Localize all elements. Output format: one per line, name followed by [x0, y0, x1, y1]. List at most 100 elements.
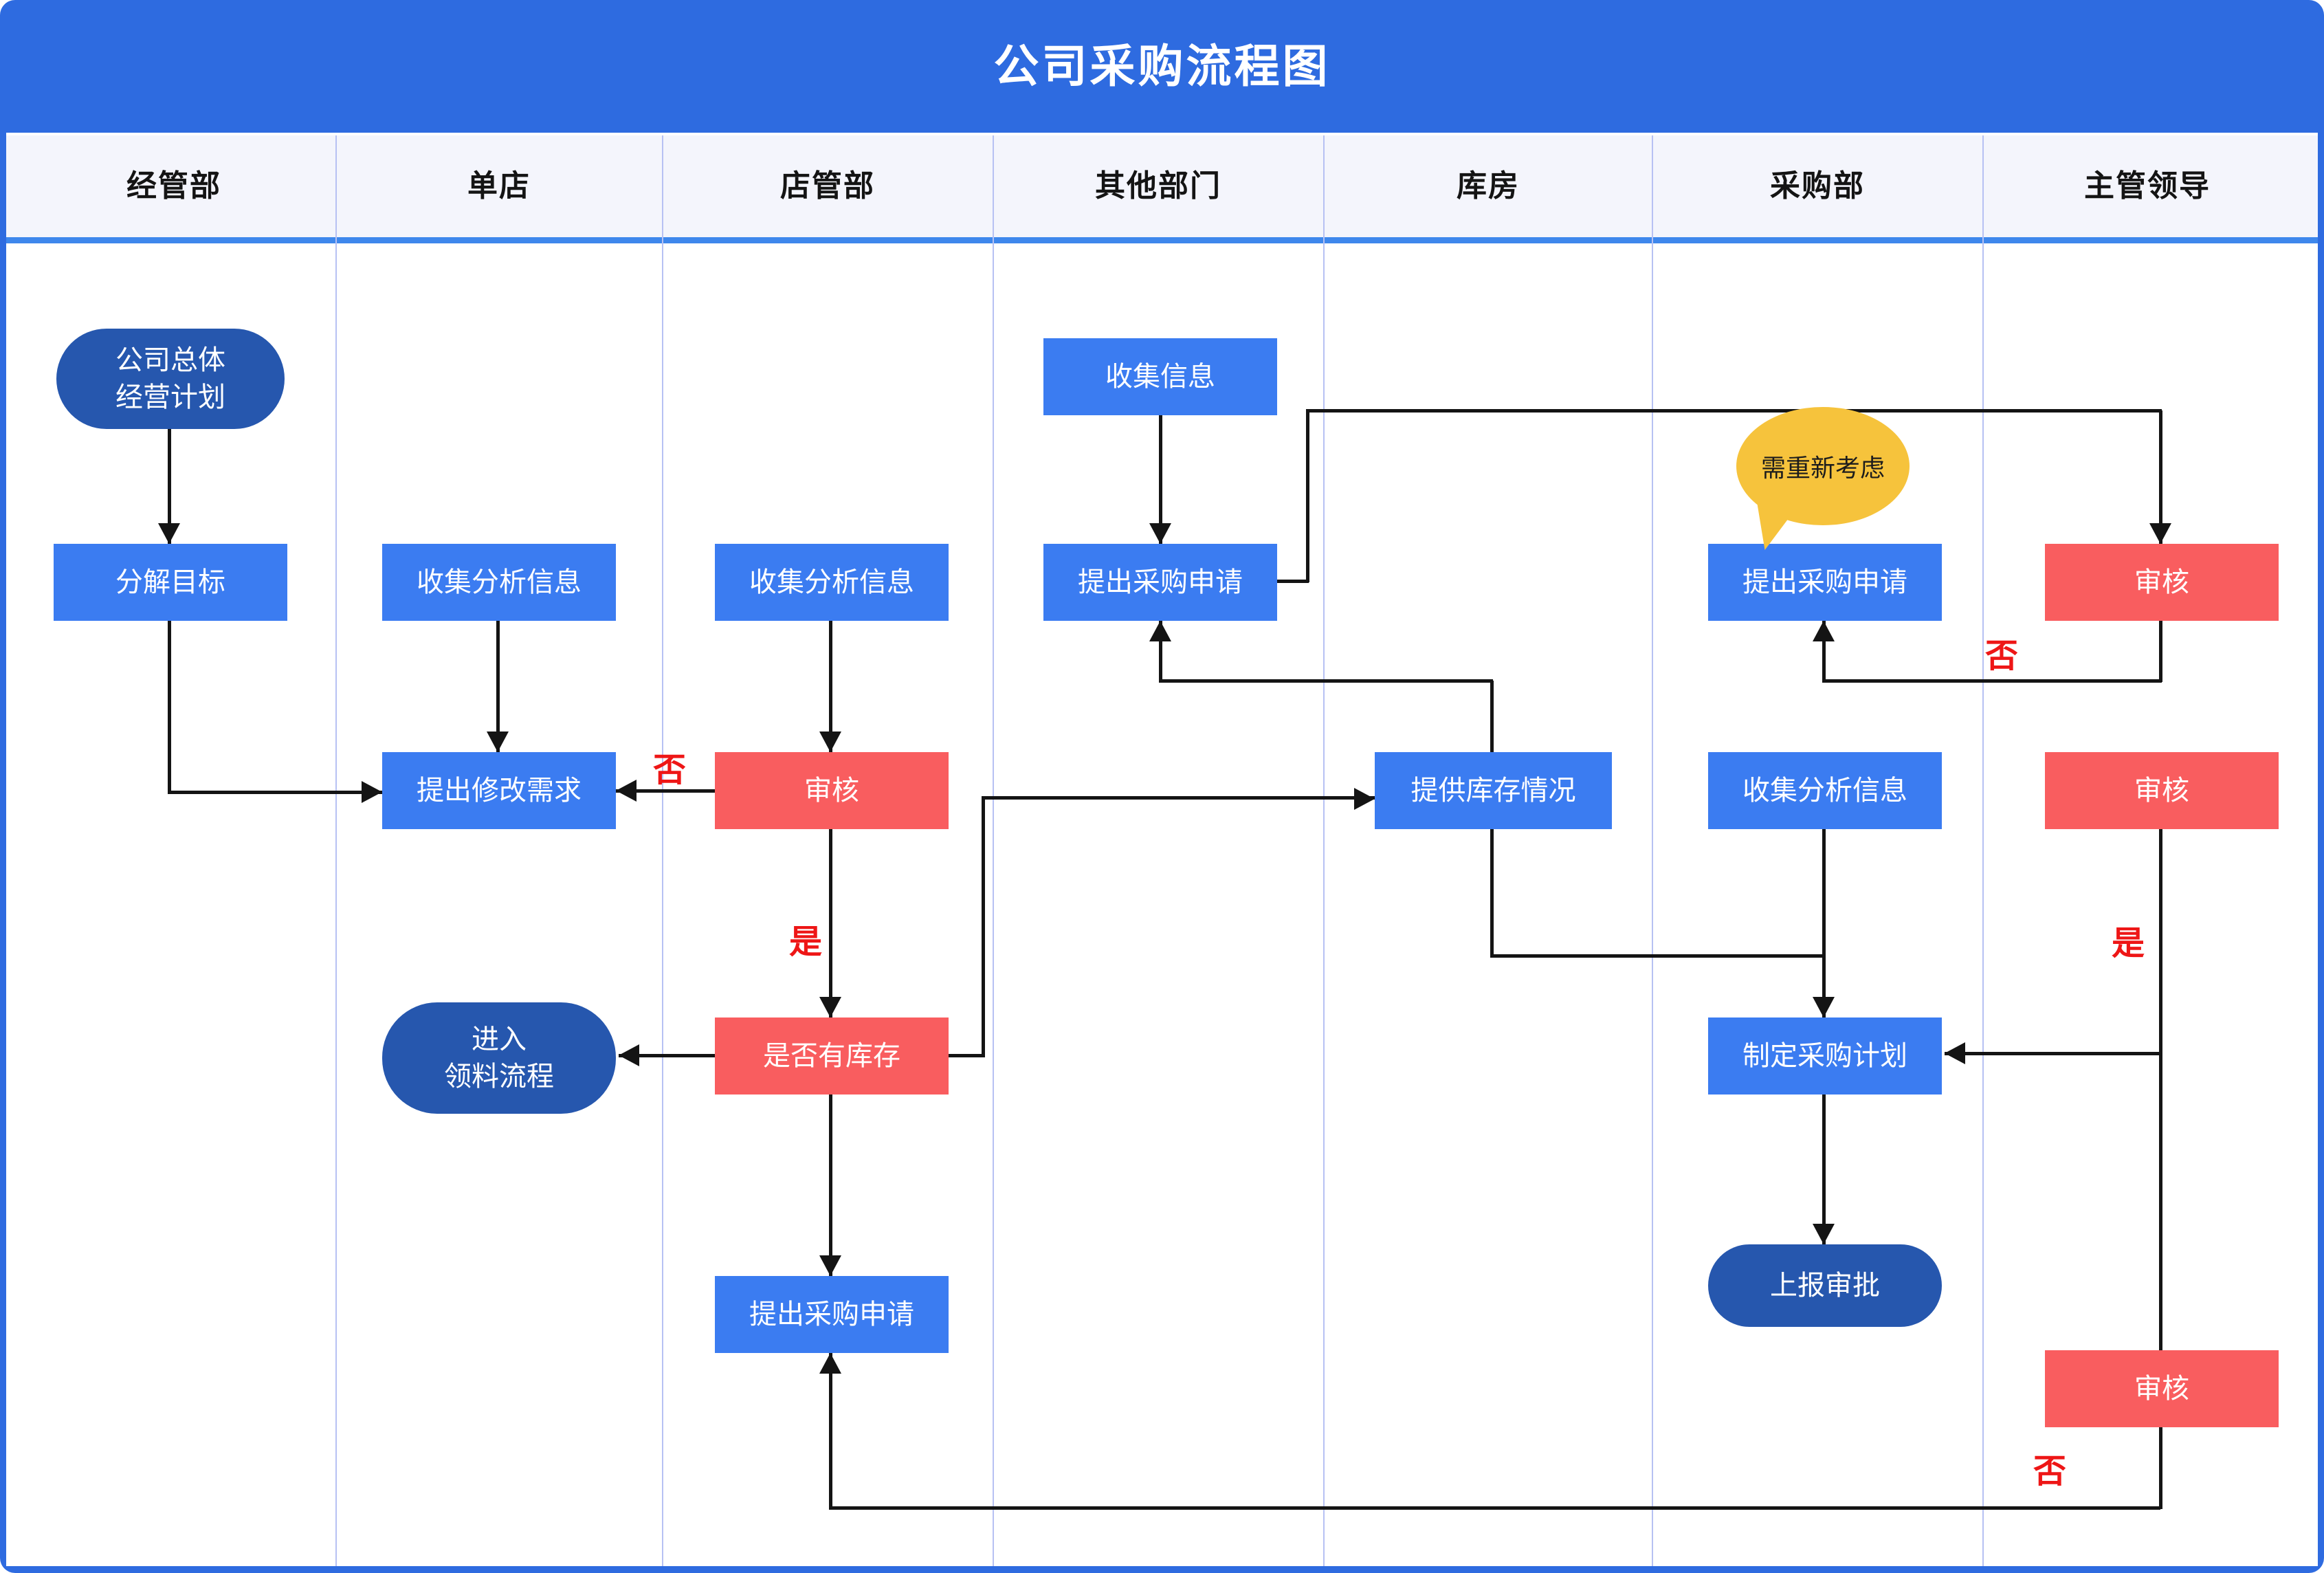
- node-collect-analyze-store[interactable]: 收集分析信息: [382, 544, 616, 621]
- page-title: 公司采购流程图: [993, 41, 1331, 91]
- node-label: 审核: [804, 776, 859, 806]
- connector: [1277, 580, 1309, 583]
- header-divider: [6, 237, 2318, 243]
- arrowhead-icon: [819, 1353, 841, 1374]
- lane-divider: [335, 135, 337, 1566]
- lane-header-dandian: 单店: [467, 169, 531, 203]
- connector: [1306, 410, 1309, 582]
- balloon-text: 需重新考虑: [1760, 454, 1885, 482]
- connector: [2159, 621, 2162, 682]
- connector: [982, 796, 985, 1057]
- node-label: 审核: [2134, 1374, 2189, 1404]
- node-purchase-request-purchasing[interactable]: 提出采购申请: [1708, 544, 1942, 621]
- connector: [168, 621, 171, 794]
- node-label: 提出采购申请: [749, 1299, 914, 1330]
- lane-header-jingguanbu: 经管部: [126, 169, 221, 203]
- reconsider-balloon: 需重新考虑: [1736, 407, 1910, 525]
- node-provide-stock-status[interactable]: 提供库存情况: [1375, 752, 1612, 829]
- node-review-storemgmt[interactable]: 审核: [715, 752, 949, 829]
- node-label: 进入: [472, 1024, 527, 1055]
- node-company-master-plan[interactable]: 公司总体 经营计划: [56, 329, 285, 429]
- connector: [1945, 1052, 2160, 1055]
- arrowhead-icon: [1813, 997, 1835, 1018]
- node-enter-material-flow[interactable]: 进入 领料流程: [382, 1002, 616, 1114]
- lane-header-caigoubu: 采购部: [1770, 169, 1865, 203]
- node-label: 是否有库存: [763, 1041, 900, 1071]
- lane-divider: [1323, 135, 1325, 1566]
- arrowhead-icon: [1813, 1224, 1835, 1244]
- node-make-purchase-plan[interactable]: 制定采购计划: [1708, 1018, 1942, 1094]
- lane-header-qitabumen: 其他部门: [1095, 169, 1221, 203]
- lane-divider: [1982, 135, 1984, 1566]
- connector: [1490, 681, 1494, 752]
- connector: [949, 1054, 984, 1057]
- node-label: 收集分析信息: [1742, 776, 1907, 806]
- connector: [1822, 1094, 1826, 1244]
- arrowhead-icon: [362, 781, 382, 803]
- node-label: 审核: [2134, 776, 2189, 806]
- node-purchase-request-other[interactable]: 提出采购申请: [1043, 544, 1277, 621]
- node-label: 收集分析信息: [417, 567, 582, 597]
- node-label: 制定采购计划: [1742, 1041, 1907, 1071]
- edge-label-no: 否: [1985, 638, 2019, 674]
- node-collect-analyze-storemgmt[interactable]: 收集分析信息: [715, 544, 949, 621]
- arrowhead-icon: [819, 732, 841, 752]
- connector: [1490, 954, 1826, 958]
- node-review-top[interactable]: 审核: [2045, 544, 2279, 621]
- node-collect-analyze-purchasing[interactable]: 收集分析信息: [1708, 752, 1942, 829]
- node-purchase-request-storemgmt[interactable]: 提出采购申请: [715, 1276, 949, 1353]
- connector: [829, 1094, 832, 1276]
- connector: [829, 829, 832, 1018]
- connector: [616, 789, 715, 793]
- connector: [2159, 829, 2162, 1350]
- node-label: 上报审批: [1770, 1270, 1880, 1301]
- connector: [1822, 829, 1826, 1018]
- edge-label-yes: 是: [789, 924, 823, 960]
- edge-label-yes: 是: [2112, 925, 2145, 962]
- lane-header-zhuguanlingdao: 主管领导: [2084, 169, 2211, 203]
- node-propose-changes[interactable]: 提出修改需求: [382, 752, 616, 829]
- connector: [619, 1054, 715, 1057]
- connector: [1822, 679, 2162, 683]
- node-stock-check[interactable]: 是否有库存: [715, 1018, 949, 1094]
- arrowhead-icon: [158, 523, 180, 544]
- lane-header-dianguanbu: 店管部: [780, 169, 875, 203]
- connector: [982, 796, 1375, 800]
- arrowhead-icon: [2149, 523, 2171, 544]
- lane-header-kufang: 库房: [1457, 169, 1520, 203]
- connector: [2159, 410, 2162, 544]
- connector: [1822, 621, 1826, 681]
- node-label: 收集分析信息: [749, 567, 914, 597]
- connector: [829, 621, 832, 752]
- node-review-mid[interactable]: 审核: [2045, 752, 2279, 829]
- connector: [1306, 409, 2162, 412]
- lane-divider: [993, 135, 994, 1566]
- edge-label-no: 否: [2033, 1453, 2067, 1490]
- node-label: 收集信息: [1105, 362, 1215, 392]
- node-report-for-approval[interactable]: 上报审批: [1708, 1244, 1942, 1327]
- node-review-bottom[interactable]: 审核: [2045, 1350, 2279, 1427]
- lane-divider: [1652, 135, 1653, 1566]
- arrowhead-icon: [1149, 621, 1171, 641]
- lane-header-band: [6, 135, 2318, 237]
- node-label: 分解目标: [115, 567, 225, 597]
- arrowhead-icon: [819, 1255, 841, 1276]
- arrowhead-icon: [487, 732, 509, 752]
- node-label: 领料流程: [444, 1062, 554, 1092]
- arrowhead-icon: [1945, 1042, 1965, 1064]
- arrowhead-icon: [619, 1044, 639, 1066]
- node-collect-info[interactable]: 收集信息: [1043, 338, 1277, 415]
- connector: [829, 1506, 2160, 1510]
- node-label: 提出采购申请: [1078, 567, 1243, 597]
- connector: [829, 1353, 832, 1508]
- node-label: 公司总体: [115, 345, 225, 375]
- node-label: 提出采购申请: [1742, 567, 1907, 597]
- connector: [2159, 1427, 2162, 1509]
- arrowhead-icon: [616, 780, 637, 802]
- node-decompose-goals[interactable]: 分解目标: [54, 544, 287, 621]
- connector: [1159, 679, 1493, 683]
- connector: [1159, 415, 1162, 544]
- connector: [1490, 829, 1494, 957]
- arrowhead-icon: [1354, 788, 1375, 810]
